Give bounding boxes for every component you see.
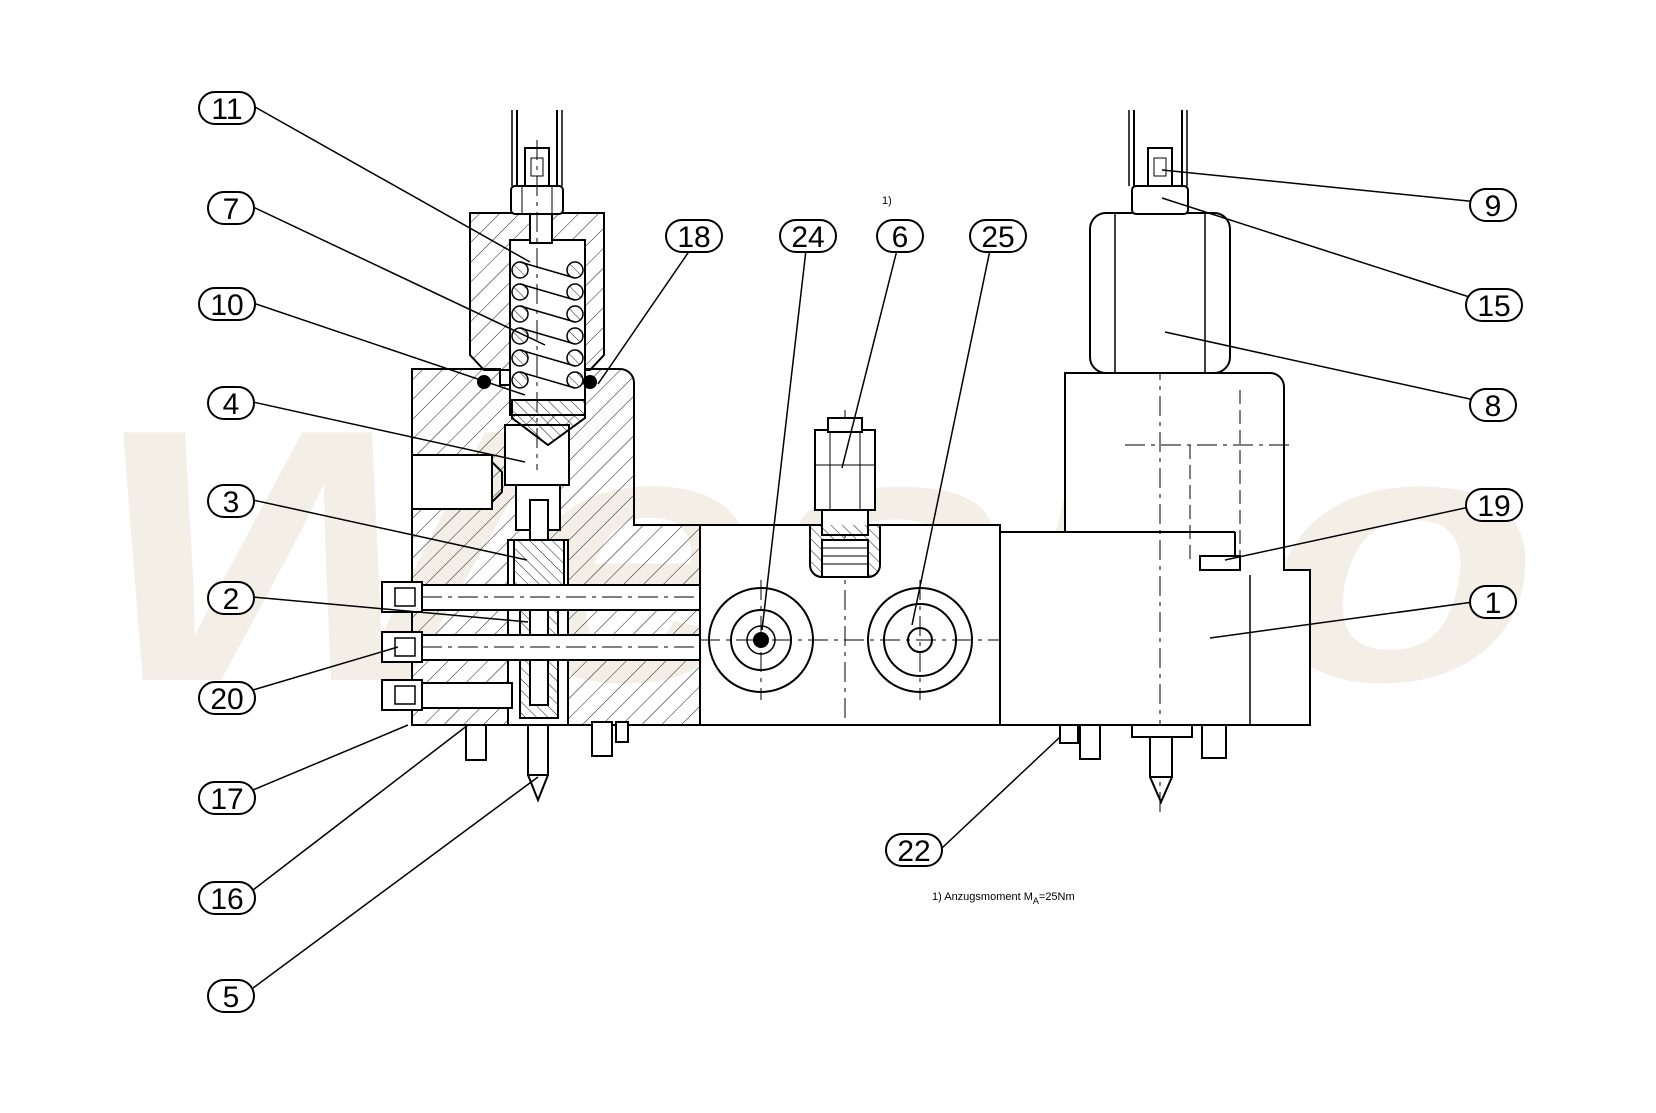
spring [511,261,584,389]
callout-6: 6 [876,219,924,254]
side-port-bore [411,454,493,510]
callout-17-label: 17 [210,783,243,816]
callout-15: 15 [1465,288,1523,323]
callout-3: 3 [207,484,255,519]
callout-4-label: 4 [223,388,240,421]
right-body [999,372,1311,726]
footnote-prefix: 1) Anzugsmoment M [932,891,1033,903]
callout-25: 25 [969,219,1027,254]
callout-11: 11 [198,91,256,126]
callout-11-label: 11 [211,93,242,126]
adjust-nut-right [1131,185,1189,215]
footnote-subscript: A [1033,896,1039,906]
callout-9: 9 [1469,188,1517,223]
callout-7: 7 [207,191,255,226]
callout-15-label: 15 [1477,290,1510,323]
callout-4: 4 [207,386,255,421]
left-pin [527,724,549,776]
valve-cone [511,399,586,447]
callout-24-label: 24 [791,221,824,254]
callout-16-label: 16 [210,883,243,916]
assembly-drawing [381,110,1311,815]
callout-1: 1 [1469,585,1517,620]
callout-20: 20 [198,681,256,716]
callout-10-label: 10 [210,289,243,322]
callout-3-label: 3 [223,486,240,519]
callout-8-label: 8 [1485,390,1502,423]
callout-7-label: 7 [223,193,240,226]
callout-22: 22 [885,833,943,868]
callouts: 11 7 10 4 3 2 20 17 [198,91,1523,1014]
bolt-head-2 [381,631,423,663]
callout-25-label: 25 [981,221,1014,254]
hex-nut-8 [1089,212,1231,374]
callout-5-label: 5 [223,981,240,1014]
callout-24: 24 [779,219,837,254]
callout-18-label: 18 [677,221,710,254]
callout-10: 10 [198,287,256,322]
callout-19-label: 19 [1477,490,1510,523]
callout-18: 18 [665,219,723,254]
callout-16: 16 [198,881,256,916]
callout-2-label: 2 [223,583,240,616]
callout-5: 5 [207,979,255,1014]
adjust-screw-right [1147,147,1173,187]
note-marker: 1) [882,195,892,207]
callout-1-label: 1 [1485,587,1502,620]
leader-lines [252,106,1489,989]
footnote-text: 1) Anzugsmoment MA=25Nm [932,891,1075,906]
callout-19: 19 [1465,488,1523,523]
fitting-6-nut [814,429,876,511]
callout-8: 8 [1469,388,1517,423]
callout-20-label: 20 [210,683,243,716]
callout-2: 2 [207,581,255,616]
callout-6-label: 6 [892,221,909,254]
footnote-suffix: =25Nm [1039,891,1075,903]
callout-22-label: 22 [897,835,930,868]
callout-17: 17 [198,781,256,816]
bolt-head-3 [381,679,423,711]
o-ring [477,375,491,389]
callout-9-label: 9 [1485,190,1502,223]
bolt-head-1 [381,581,423,613]
